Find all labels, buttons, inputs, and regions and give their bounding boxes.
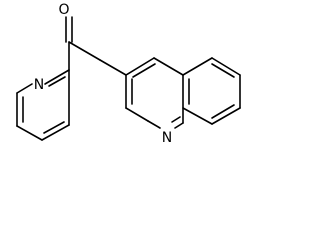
pyridine-bond-1-inner: [48, 76, 66, 87]
quinoline-bond-c4-c4a-inner: [125, 57, 155, 76]
benzo-bond-c5-c6-inner: [211, 63, 235, 78]
benzo-bond-c5-c6: [211, 57, 241, 76]
atom-label-quinoline-nitrogen: N: [162, 130, 172, 146]
atom-label-oxygen: O: [58, 2, 69, 18]
pyridine-bond-5-inner: [43, 121, 65, 134]
quinoline-bond-c3-c2: [125, 107, 149, 122]
benzo-bond-c7-c8: [211, 107, 241, 125]
quinoline-bond-n-c8a-inner: [171, 116, 181, 123]
benzo-bond-c8-c8a: [182, 107, 213, 125]
molecule-canvas: O N N: [16, 2, 241, 146]
pyridine-bond-1: [44, 69, 70, 85]
pyridine-bond-2: [16, 83, 33, 94]
quinoline-bond-inner-top: [132, 63, 156, 78]
bond-ch2-quinoline: [99, 59, 127, 76]
bond-carbonyl-ch2: [68, 41, 101, 61]
quinoline-bond-c2-n: [147, 120, 161, 129]
pyridine-bond-5: [41, 124, 70, 141]
atom-label-pyridine-nitrogen: N: [34, 77, 44, 93]
structure-diagram: O N N: [16, 2, 241, 146]
pyridine-bond-4: [16, 125, 43, 141]
quinoline-bond-n-c8a: [174, 122, 184, 129]
benzo-bond-c7-c8-inner: [211, 104, 235, 119]
quinoline-bond-c4a-c4: [153, 57, 184, 76]
benzo-bond-c4a-c5: [182, 57, 213, 76]
